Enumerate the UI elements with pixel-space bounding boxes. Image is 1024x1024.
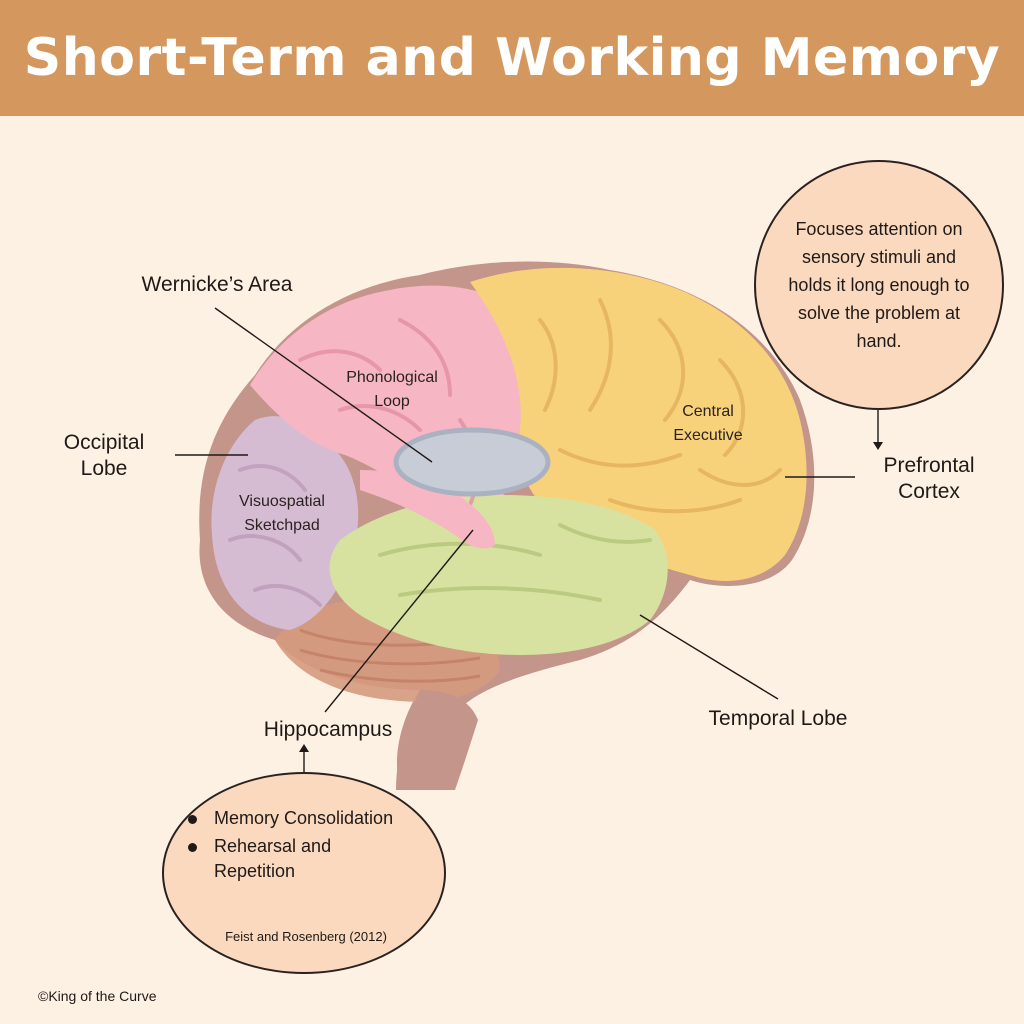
hippocampus-note-bubble: Memory Consolidation Rehearsal and Repet… [162,772,446,974]
list-item: Memory Consolidation [188,806,414,831]
hippocampus-label: Hippocampus [263,718,393,741]
wernicke-leader-line [214,307,433,463]
citation: Feist and Rosenberg (2012) [225,929,387,944]
list-item-text: Memory Consolidation [214,808,394,828]
bullet-icon [188,815,197,824]
brain-stem [396,690,478,790]
wernicke-label: Wernicke’s Area [141,273,293,296]
temporal-leader-line [639,614,779,700]
hippocampus-region [360,470,495,549]
page-title: Short-Term and Working Memory [23,28,1001,88]
list-item: Rehearsal and Repetition [188,834,414,884]
list-item-text: Rehearsal and Repetition [214,836,332,881]
title-banner: Short-Term and Working Memory [0,0,1024,116]
occipital-lobe-label: Occipital Lobe [63,431,145,480]
prefrontal-cortex-label: Prefrontal Cortex [883,454,975,503]
prefrontal-note-text: Focuses attention on sensory stimuli and… [788,219,970,351]
hippocampus-note-list: Memory Consolidation Rehearsal and Repet… [188,806,414,887]
hippocampus-leader-line [324,529,474,713]
temporal-lobe-label: Temporal Lobe [708,707,848,730]
bullet-icon [188,843,197,852]
prefrontal-note-bubble: Focuses attention on sensory stimuli and… [754,160,1004,410]
wernicke-area-region [393,427,551,497]
visuospatial-sketchpad-label: Visuospatial Sketchpad [239,493,325,534]
occipital-lobe-region [211,416,359,630]
central-executive-label: Central Executive [673,403,743,444]
copyright: ©King of the Curve [38,988,157,1004]
phonological-loop-label: Phonological Loop [346,369,438,410]
